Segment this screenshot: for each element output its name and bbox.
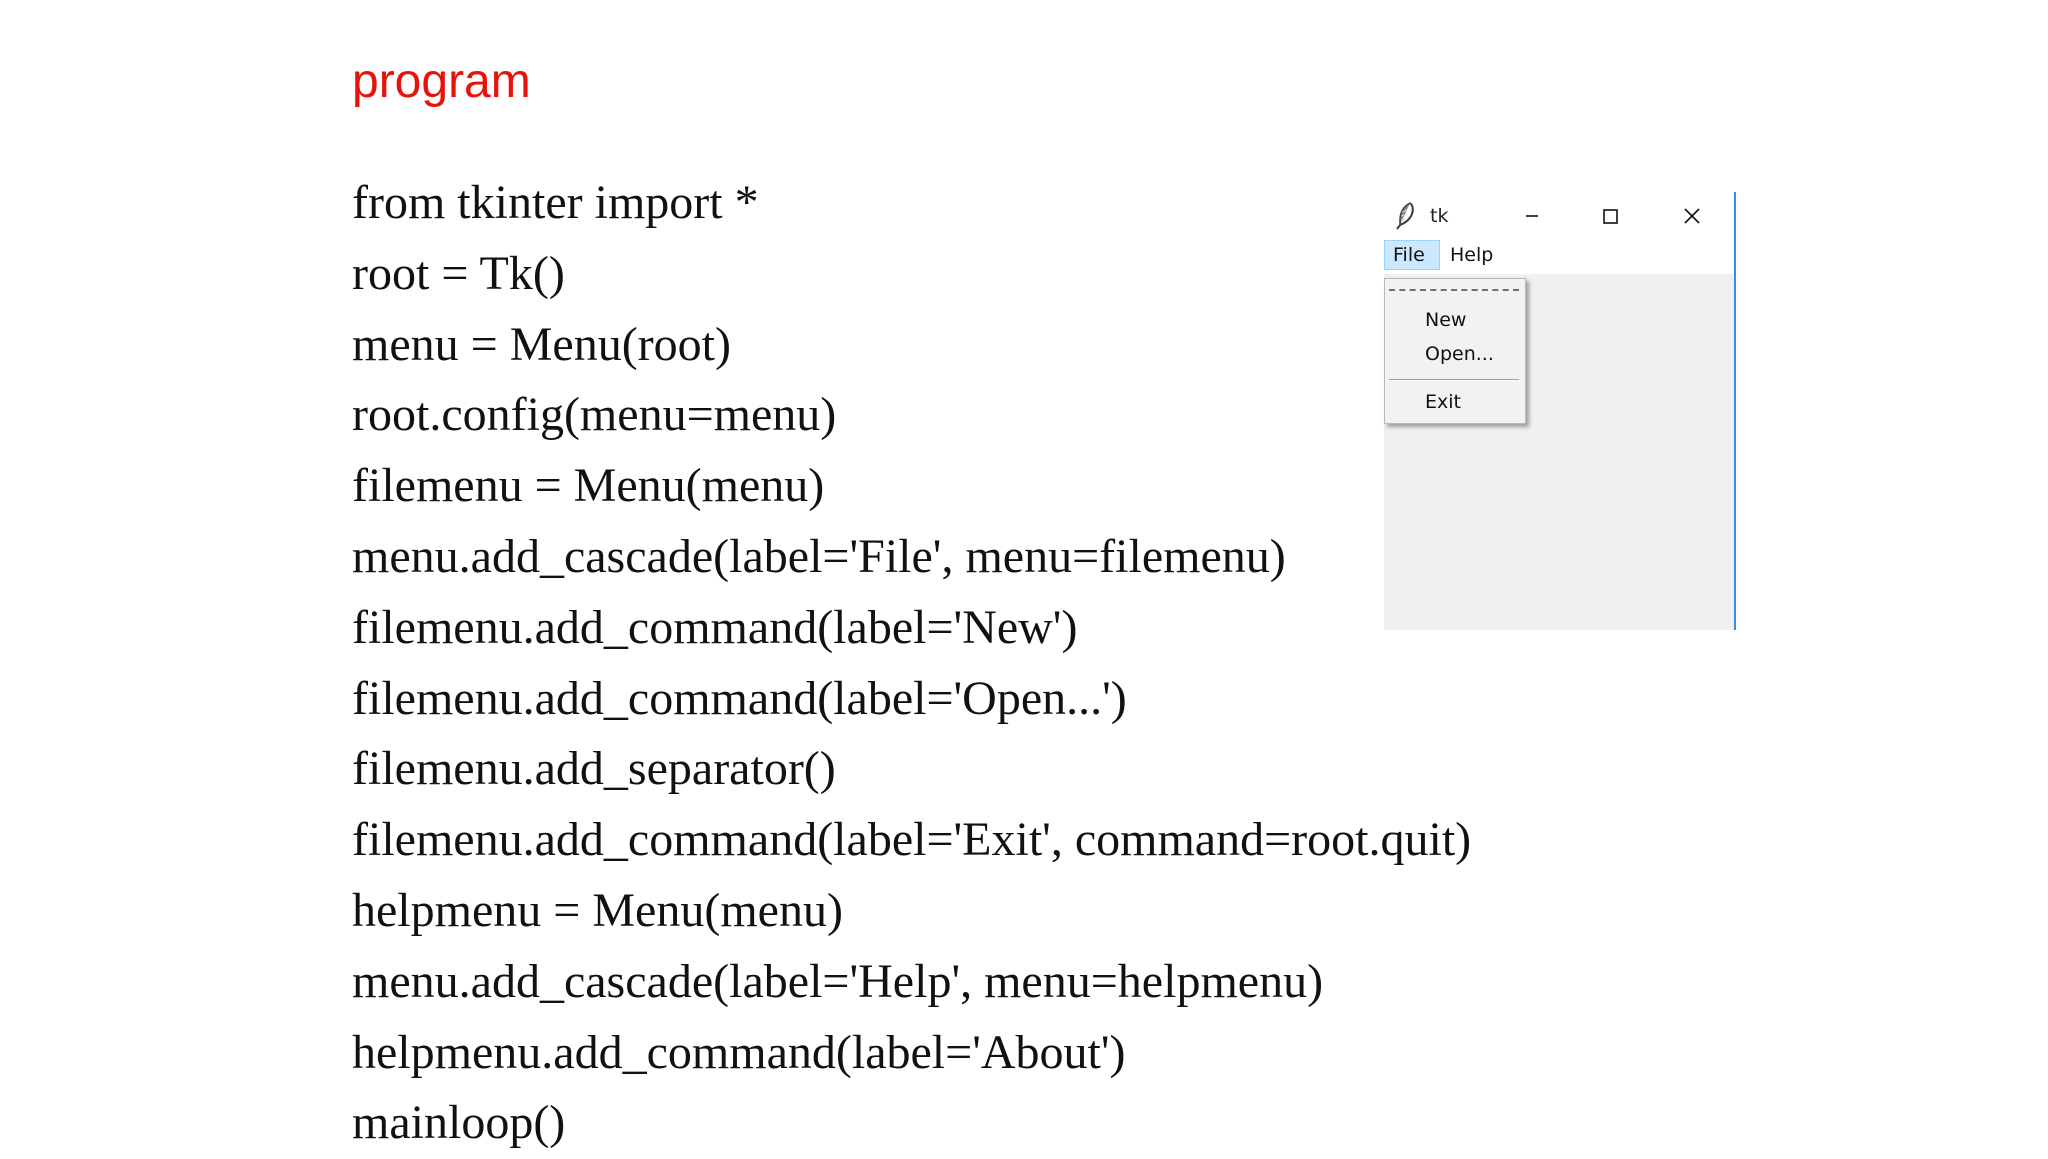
code-line: menu = Menu(root) (352, 317, 731, 371)
menu-file[interactable]: File (1384, 240, 1440, 270)
slide-title: program (352, 55, 531, 108)
code-line: helpmenu = Menu(menu) (352, 883, 843, 937)
code-line: filemenu.add_command(label='New') (352, 600, 1078, 654)
code-line: filemenu.add_command(label='Open...') (352, 671, 1127, 725)
close-icon[interactable] (1672, 200, 1712, 232)
file-dropdown-menu: New Open... Exit (1384, 278, 1526, 424)
tk-titlebar: tk (1384, 192, 1734, 240)
code-line: menu.add_cascade(label='File', menu=file… (352, 529, 1286, 583)
menu-item-open[interactable]: Open... (1425, 343, 1494, 365)
maximize-icon[interactable] (1590, 200, 1630, 232)
menu-help[interactable]: Help (1450, 244, 1494, 266)
menu-item-exit[interactable]: Exit (1425, 391, 1461, 413)
code-line: mainloop() (352, 1096, 566, 1150)
code-line: menu.add_cascade(label='Help', menu=help… (352, 954, 1324, 1008)
feather-icon (1396, 202, 1414, 230)
window-border (1734, 192, 1736, 630)
code-line: root.config(menu=menu) (352, 388, 837, 442)
code-line: filemenu.add_command(label='Exit', comma… (352, 813, 1472, 867)
window-title: tk (1430, 205, 1449, 227)
code-line: filemenu = Menu(menu) (352, 459, 825, 513)
code-line: filemenu.add_separator() (352, 742, 836, 796)
tearoff-line[interactable] (1389, 289, 1519, 291)
code-line: from tkinter import * (352, 176, 759, 229)
code-listing: from tkinter import * root = Tk() menu =… (352, 168, 1471, 1159)
code-line: root = Tk() (352, 246, 565, 300)
menu-item-new[interactable]: New (1425, 309, 1467, 331)
minimize-icon[interactable] (1512, 200, 1552, 232)
menubar: File Help (1384, 240, 1734, 272)
code-line: helpmenu.add_command(label='About') (352, 1025, 1126, 1079)
menu-separator (1389, 379, 1519, 381)
tk-window-screenshot: tk File Help New Open... Exit (1384, 192, 1736, 630)
